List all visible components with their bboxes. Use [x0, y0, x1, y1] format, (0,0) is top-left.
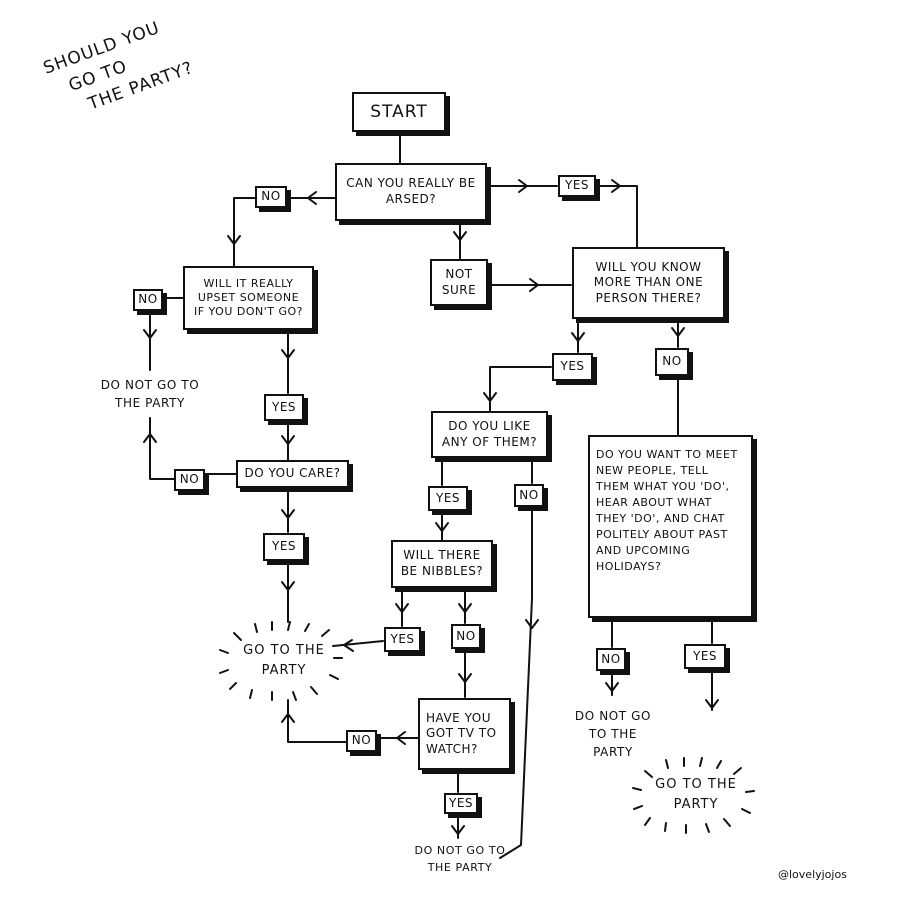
arsed-yes-tag: YES	[558, 175, 596, 197]
like-yes-tag: YES	[428, 486, 468, 511]
not-sure-node: NOT SURE	[430, 259, 488, 306]
do-not-go-outcome-2: DO NOT GO TO THE PARTY	[414, 844, 506, 874]
go-to-party-outcome-2: GO TO THE PARTY	[655, 777, 737, 812]
go-to-party-outcome-1: GO TO THE PARTY	[243, 643, 325, 678]
nibbles-yes-tag: YES	[384, 627, 421, 652]
care-no-tag: NO	[174, 469, 205, 491]
start-node: START	[352, 92, 446, 132]
nibbles-question-node: WILL THERE BE NIBBLES?	[391, 540, 493, 588]
upset-question-node: WILL IT REALLY UPSET SOMEONE IF YOU DON'…	[183, 266, 314, 330]
know-yes-tag: YES	[552, 353, 593, 381]
do-not-go-outcome-3: DO NOT GO TO THE PARTY	[574, 709, 652, 759]
tv-question-node: HAVE YOU GOT TV TO WATCH?	[418, 698, 511, 770]
burst-rays-2	[632, 757, 755, 834]
author-credit: @lovelyjojos	[778, 868, 847, 881]
upset-no-tag: NO	[133, 289, 163, 311]
meet-yes-tag: YES	[684, 644, 726, 669]
like-no-tag: NO	[514, 484, 544, 507]
tv-yes-tag: YES	[444, 793, 478, 814]
like-them-question-node: DO YOU LIKE ANY OF THEM?	[431, 411, 548, 458]
do-not-go-outcome-1: DO NOT GO TO THE PARTY	[100, 378, 200, 410]
know-no-tag: NO	[655, 348, 689, 376]
meet-people-question-node: DO YOU WANT TO MEET NEW PEOPLE, TELL THE…	[588, 435, 753, 618]
burst-rays-1	[219, 621, 343, 701]
upset-yes-tag: YES	[264, 394, 304, 421]
nibbles-no-tag: NO	[451, 624, 481, 649]
tv-no-tag: NO	[346, 730, 377, 752]
arsed-question-node: CAN YOU REALLY BE ARSED?	[335, 163, 487, 221]
care-yes-tag: YES	[263, 533, 305, 561]
meet-no-tag: NO	[596, 648, 626, 671]
arsed-no-tag: NO	[255, 186, 287, 208]
know-people-question-node: WILL YOU KNOW MORE THAN ONE PERSON THERE…	[572, 247, 725, 319]
care-question-node: DO YOU CARE?	[236, 460, 349, 488]
